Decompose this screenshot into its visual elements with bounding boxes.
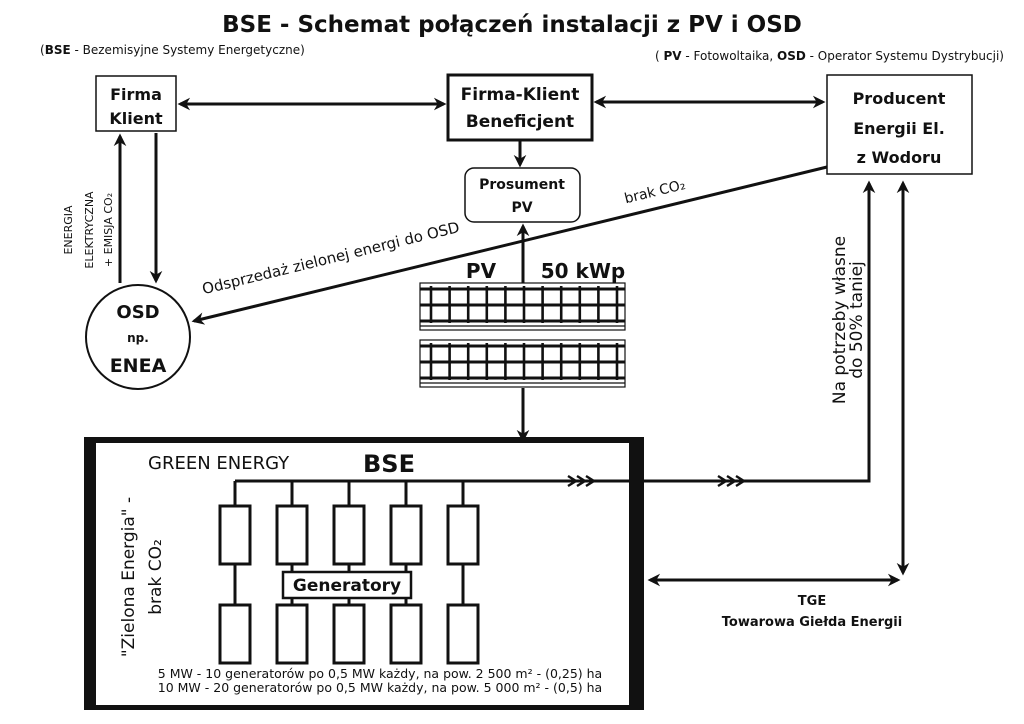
generators-label-box: Generatory: [281, 570, 413, 600]
note-5mw: 5 MW - 10 generatorów po 0,5 MW każdy, n…: [158, 666, 602, 681]
firma-klient-line2: Klient: [109, 109, 163, 128]
node-beneficjent: Firma-Klient Beneficjent: [446, 73, 594, 142]
generator-top-4: [389, 504, 423, 566]
label-zielona-energia: "Zielona Energia" -: [119, 497, 139, 657]
svg-text:Na potrzeby własne: Na potrzeby własne: [830, 236, 850, 404]
producent-line2: Energii El.: [853, 119, 945, 138]
label-na-potrzeby-wlasne: Na potrzeby własne do 50% taniej: [830, 236, 867, 404]
generator-grid: Generatory: [218, 474, 644, 665]
osd-line1: OSD: [116, 302, 159, 323]
node-osd-enea: OSD np. ENEA: [85, 284, 191, 390]
label-green-energy: GREEN ENERGY: [148, 453, 290, 474]
prosument-line2: PV: [511, 200, 532, 216]
osd-line2: np.: [127, 331, 149, 345]
generators-label: Generatory: [293, 576, 401, 596]
label-brak-co2-side: brak CO₂: [146, 539, 166, 615]
producent-line1: Producent: [853, 89, 946, 108]
generator-top-3: [332, 504, 366, 566]
tge-line2: Towarowa Giełda Energii: [722, 615, 902, 630]
generator-bottom-1: [218, 603, 252, 665]
generator-bottom-5: [446, 603, 480, 665]
note-10mw: 10 MW - 20 generatorów po 0,5 MW każdy, …: [158, 680, 602, 695]
label-pv-power: 50 kWp: [541, 259, 625, 283]
label-pv: PV: [466, 259, 497, 283]
svg-text:ELEKTRYCZNA: ELEKTRYCZNA: [83, 191, 96, 269]
firma-klient-line1: Firma: [110, 85, 162, 104]
beneficjent-line1: Firma-Klient: [461, 85, 580, 105]
node-producent-energii: Producent Energii El. z Wodoru: [826, 74, 973, 175]
node-firma-klient: Firma Klient: [95, 75, 177, 132]
pv-panel-array: [419, 282, 626, 388]
flow-chevrons-inside: [567, 474, 597, 488]
generator-top-5: [446, 504, 480, 566]
bse-box: GREEN ENERGY BSE "Zielona Energia" - bra…: [84, 437, 644, 710]
arrow-bse-to-producent: [644, 180, 876, 483]
node-tge: TGE Towarowa Giełda Energii: [722, 594, 902, 630]
svg-text:do 50% taniej: do 50% taniej: [847, 261, 867, 379]
generator-bottom-3: [332, 603, 366, 665]
diagram-title: BSE - Schemat połączeń instalacji z PV i…: [222, 12, 802, 38]
generator-top-1: [218, 504, 252, 566]
generator-top-2: [275, 504, 309, 566]
beneficjent-line2: Beneficjent: [466, 112, 574, 132]
bse-title: BSE: [363, 450, 415, 478]
pv-module-1: [419, 282, 626, 331]
pv-module-2: [419, 339, 626, 388]
prosument-line1: Prosument: [479, 177, 565, 193]
svg-text:+ EMISJA CO₂: + EMISJA CO₂: [102, 193, 115, 267]
tge-line1: TGE: [798, 594, 826, 609]
producent-line3: z Wodoru: [857, 148, 942, 167]
arrow-producent-to-osd: [191, 165, 828, 325]
label-energia-elektryczna: ENERGIA ELEKTRYCZNA + EMISJA CO₂: [62, 191, 115, 269]
generator-bottom-2: [275, 603, 309, 665]
generator-bottom-4: [389, 603, 423, 665]
osd-line3: ENEA: [110, 355, 167, 377]
flow-chevrons-outside: [717, 474, 747, 488]
node-prosument-pv: Prosument PV: [464, 167, 581, 223]
subtitle-bse-legend: (BSE - Bezemisyjne Systemy Energetyczne): [40, 43, 305, 57]
svg-text:ENERGIA: ENERGIA: [62, 205, 75, 255]
subtitle-pv-osd-legend: ( PV - Fotowoltaika, OSD - Operator Syst…: [655, 49, 1004, 63]
